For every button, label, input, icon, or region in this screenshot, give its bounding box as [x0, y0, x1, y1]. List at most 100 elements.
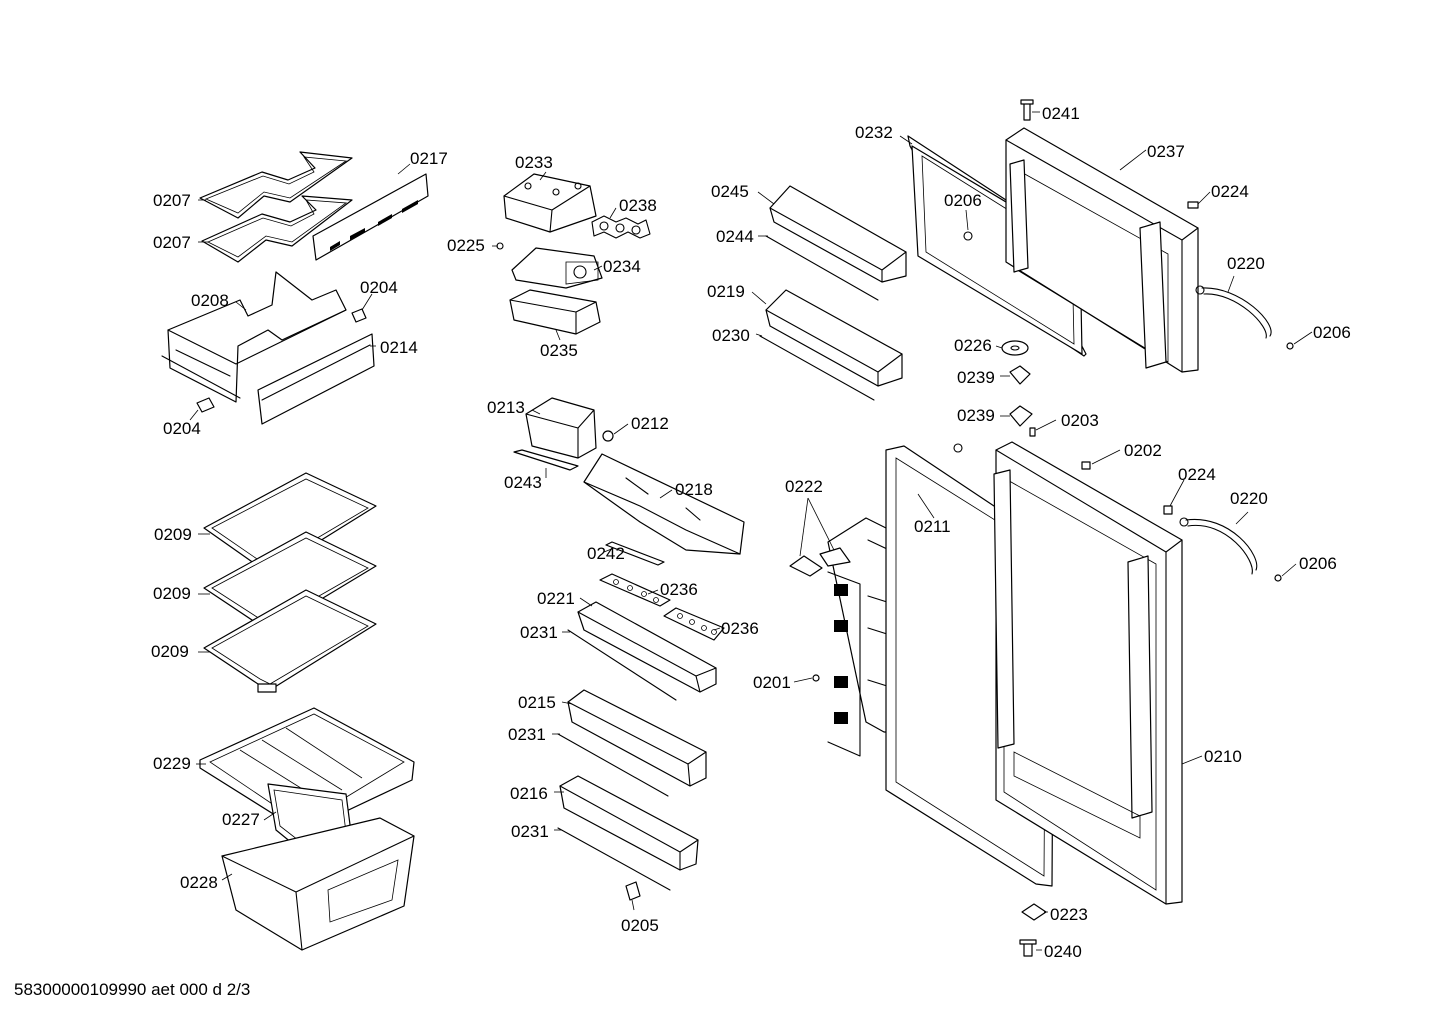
- label-0220a: 0220: [1227, 254, 1265, 273]
- label-0231a: 0231: [520, 623, 558, 642]
- label-0210: 0210: [1204, 747, 1242, 766]
- label-0237: 0237: [1147, 142, 1185, 161]
- label-0207b: 0207: [153, 233, 191, 252]
- screw-0206c: [1274, 574, 1282, 582]
- label-0225: 0225: [447, 236, 485, 255]
- label-0227: 0227: [222, 810, 260, 829]
- label-0206b: 0206: [1313, 323, 1351, 342]
- label-0204b: 0204: [163, 419, 201, 438]
- stop-0202: [1081, 461, 1091, 470]
- label-0213: 0213: [487, 398, 525, 417]
- egg-tray-b: [663, 607, 725, 641]
- control-housing: [503, 173, 597, 233]
- label-0212: 0212: [631, 414, 669, 433]
- label-0224b: 0224: [1178, 465, 1216, 484]
- label-0233: 0233: [515, 153, 553, 172]
- shelf-bar-a: [567, 629, 677, 701]
- cover-plate-upper: [199, 151, 353, 219]
- label-0229: 0229: [153, 754, 191, 773]
- label-0219: 0219: [707, 282, 745, 301]
- label-0234: 0234: [603, 257, 641, 276]
- front-panel: [312, 173, 429, 261]
- label-0240: 0240: [1044, 942, 1082, 961]
- label-0220b: 0220: [1230, 489, 1268, 508]
- control-unit: [511, 247, 603, 289]
- cover-plate-lower: [201, 195, 353, 263]
- screw-0240: [1019, 939, 1037, 957]
- clip-0224b: [1163, 505, 1173, 515]
- label-0207a: 0207: [153, 191, 191, 210]
- label-0242: 0242: [587, 544, 625, 563]
- freezer-door: [1005, 127, 1199, 373]
- shelf-rod-a: [765, 235, 879, 301]
- label-0245: 0245: [711, 182, 749, 201]
- label-0209b: 0209: [153, 584, 191, 603]
- upper-door-shelf-b: [765, 289, 903, 387]
- label-0203: 0203: [1061, 411, 1099, 430]
- label-0230: 0230: [712, 326, 750, 345]
- light-cover: [509, 289, 601, 335]
- label-0215: 0215: [518, 693, 556, 712]
- clip-0205: [625, 881, 641, 901]
- screw-0201: [812, 674, 820, 682]
- leader-lines: [189, 111, 1313, 951]
- door-shelf-b: [567, 689, 707, 787]
- hinge-pin: [602, 430, 614, 442]
- strip-small: [605, 541, 665, 566]
- bracket-0223: [1021, 903, 1047, 921]
- label-0236a: 0236: [660, 580, 698, 599]
- crisper-frame: [161, 271, 347, 403]
- label-0235: 0235: [540, 341, 578, 360]
- front-trim: [257, 333, 375, 425]
- label-0239a: 0239: [957, 368, 995, 387]
- label-0206c: 0206: [1299, 554, 1337, 573]
- label-0216: 0216: [510, 784, 548, 803]
- pin-0203: [1029, 427, 1036, 437]
- dairy-lid: [525, 397, 597, 459]
- document-id-footer: 58300000109990 aet 000 d 2/3: [14, 980, 251, 999]
- label-0228: 0228: [180, 873, 218, 892]
- dairy-compartment: [583, 453, 745, 555]
- lid-strip: [513, 449, 579, 471]
- handle-upper: [1195, 285, 1272, 339]
- label-0217: 0217: [410, 149, 448, 168]
- clip-small-a: [351, 308, 367, 323]
- screw-0241: [1020, 99, 1034, 121]
- callout-labels: 0207 0207 0217 0208 0204 0214 0204 0209 …: [151, 104, 1351, 961]
- upper-door-shelf-a: [769, 185, 907, 283]
- door-shelf-a: [577, 601, 717, 693]
- shelf-bar-c: [557, 827, 671, 891]
- washer-0226: [1001, 340, 1029, 356]
- label-0239b: 0239: [957, 406, 995, 425]
- hinge-0239a: [1009, 365, 1031, 385]
- label-0226: 0226: [954, 336, 992, 355]
- screw-0206a: [953, 443, 963, 453]
- label-0224a: 0224: [1211, 182, 1249, 201]
- crisper-bin: [221, 817, 415, 951]
- label-0222: 0222: [785, 477, 823, 496]
- hinge-0239b: [1009, 405, 1033, 427]
- label-0209a: 0209: [154, 525, 192, 544]
- label-0221: 0221: [537, 589, 575, 608]
- label-0238: 0238: [619, 196, 657, 215]
- label-0232: 0232: [855, 123, 893, 142]
- label-0206a: 0206: [944, 191, 982, 210]
- label-0218: 0218: [675, 480, 713, 499]
- egg-tray-a: [599, 573, 671, 607]
- label-0209c: 0209: [151, 642, 189, 661]
- label-0201: 0201: [753, 673, 791, 692]
- crisper-lid: [199, 707, 415, 833]
- clip-small-b: [196, 397, 215, 413]
- label-0202: 0202: [1124, 441, 1162, 460]
- label-0231b: 0231: [508, 725, 546, 744]
- label-0244: 0244: [716, 227, 754, 246]
- label-0214: 0214: [380, 338, 418, 357]
- label-0223: 0223: [1050, 905, 1088, 924]
- fresh-food-door: [993, 441, 1183, 905]
- screw-0206b: [1286, 342, 1294, 350]
- label-0211: 0211: [914, 517, 951, 536]
- label-0205: 0205: [621, 916, 659, 935]
- lamp-assembly: [591, 215, 651, 239]
- shelf-rod-b: [759, 335, 875, 401]
